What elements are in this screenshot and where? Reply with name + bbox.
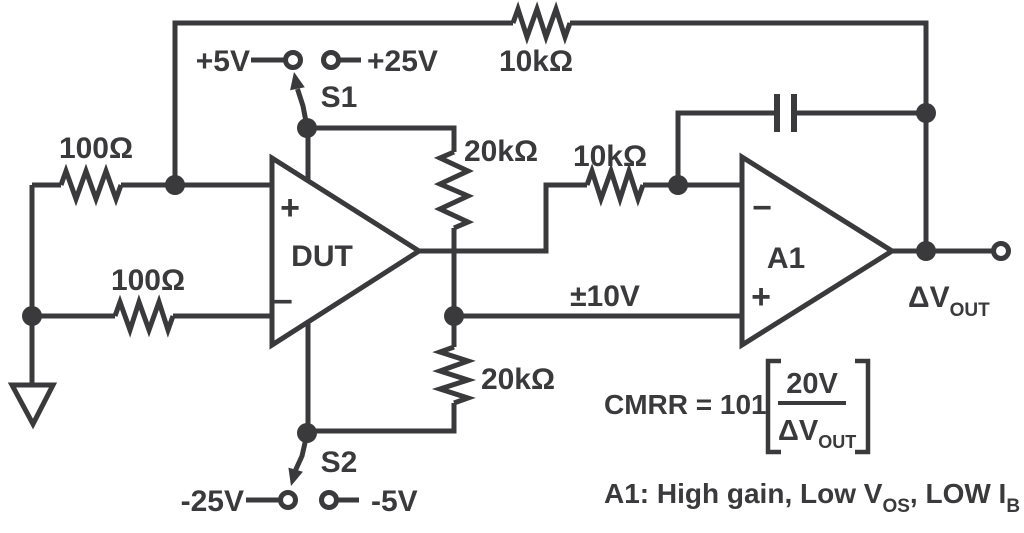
divider-bottom-resistor-label: 20kΩ bbox=[481, 363, 555, 396]
s1-plus5v-label: +5V bbox=[196, 45, 250, 78]
resistor-divider-bottom-20k bbox=[431, 344, 477, 406]
formula-numerator: 20V bbox=[786, 368, 838, 400]
a1-requirements-note: A1: High gain, Low VOS, LOW IB bbox=[604, 478, 1020, 517]
a1-plus-sign: + bbox=[751, 278, 771, 316]
labels: +5V +25V S1 -25V -5V S2 100Ω 100Ω 10kΩ 1… bbox=[59, 45, 990, 518]
formula-denominator: ΔVOUT bbox=[778, 415, 856, 452]
wire-divider-top bbox=[307, 125, 457, 152]
wire-top-feedback-right bbox=[570, 20, 929, 252]
a1-opamp bbox=[739, 152, 897, 350]
s1-plus25v-label: +25V bbox=[367, 45, 438, 78]
wire-top-feedback-left bbox=[172, 20, 513, 185]
formula-right-bracket bbox=[855, 358, 871, 455]
dut-plus-sign: + bbox=[280, 189, 300, 227]
wires bbox=[29, 20, 993, 503]
resistor-divider-top-20k bbox=[433, 149, 475, 231]
resistor-a1-input-10k bbox=[584, 162, 646, 208]
s2-arrow-icon bbox=[288, 467, 303, 486]
junction-dots bbox=[22, 103, 936, 443]
ground-symbol bbox=[7, 382, 58, 430]
junction-plus-input-node bbox=[165, 175, 185, 195]
output-terminal bbox=[991, 241, 1011, 261]
r2-value-label: 100Ω bbox=[111, 264, 185, 297]
a1-name-label: A1 bbox=[767, 242, 805, 275]
dut-name-label: DUT bbox=[291, 240, 353, 273]
divider-top-resistor-label: 20kΩ bbox=[464, 135, 538, 168]
switch-s2 bbox=[278, 433, 339, 510]
resistor-feedback-10k bbox=[510, 1, 573, 45]
junction-s2-common bbox=[297, 423, 317, 443]
integrator-capacitor bbox=[774, 94, 797, 132]
s2-terminal-minus25 bbox=[278, 490, 298, 510]
junction-s1-common bbox=[297, 118, 317, 138]
junction-cap-output bbox=[916, 103, 936, 123]
s1-terminal-plus25 bbox=[321, 50, 341, 70]
s1-arrow-icon bbox=[290, 72, 305, 91]
a1-input-resistor-label: 10kΩ bbox=[573, 140, 647, 173]
wire-divider-bottom bbox=[307, 403, 457, 434]
s2-terminal-minus5 bbox=[319, 490, 339, 510]
dut-opamp bbox=[269, 153, 424, 350]
formula-left-bracket bbox=[765, 358, 781, 455]
formula-lhs: CMRR = 101 bbox=[604, 389, 767, 420]
wire-cap-left bbox=[675, 110, 774, 185]
junction-ground-node bbox=[22, 306, 42, 326]
feedback-resistor-label: 10kΩ bbox=[499, 45, 573, 78]
s2-minus25v-label: -25V bbox=[181, 485, 244, 518]
cmrr-formula: CMRR = 101 20V ΔVOUT bbox=[604, 358, 871, 455]
junction-a1-inverting bbox=[668, 175, 688, 195]
resistor-r2-100ohm bbox=[112, 294, 176, 338]
resistors bbox=[58, 1, 646, 406]
dut-minus-sign: − bbox=[273, 283, 293, 321]
s1-terminal-plus5 bbox=[283, 50, 303, 70]
wire-dut-output bbox=[419, 182, 587, 254]
junction-divider-midpoint bbox=[444, 306, 464, 326]
r1-value-label: 100Ω bbox=[59, 132, 133, 165]
pm10v-label: ±10V bbox=[570, 280, 640, 313]
s2-minus5v-label: -5V bbox=[371, 485, 418, 518]
delta-vout-label: ΔVOUT bbox=[908, 281, 990, 321]
a1-minus-sign: − bbox=[752, 189, 772, 227]
resistor-r1-100ohm bbox=[58, 163, 124, 207]
s2-name-label: S2 bbox=[321, 446, 358, 479]
junction-output-node bbox=[916, 241, 936, 261]
s1-name-label: S1 bbox=[321, 81, 358, 114]
